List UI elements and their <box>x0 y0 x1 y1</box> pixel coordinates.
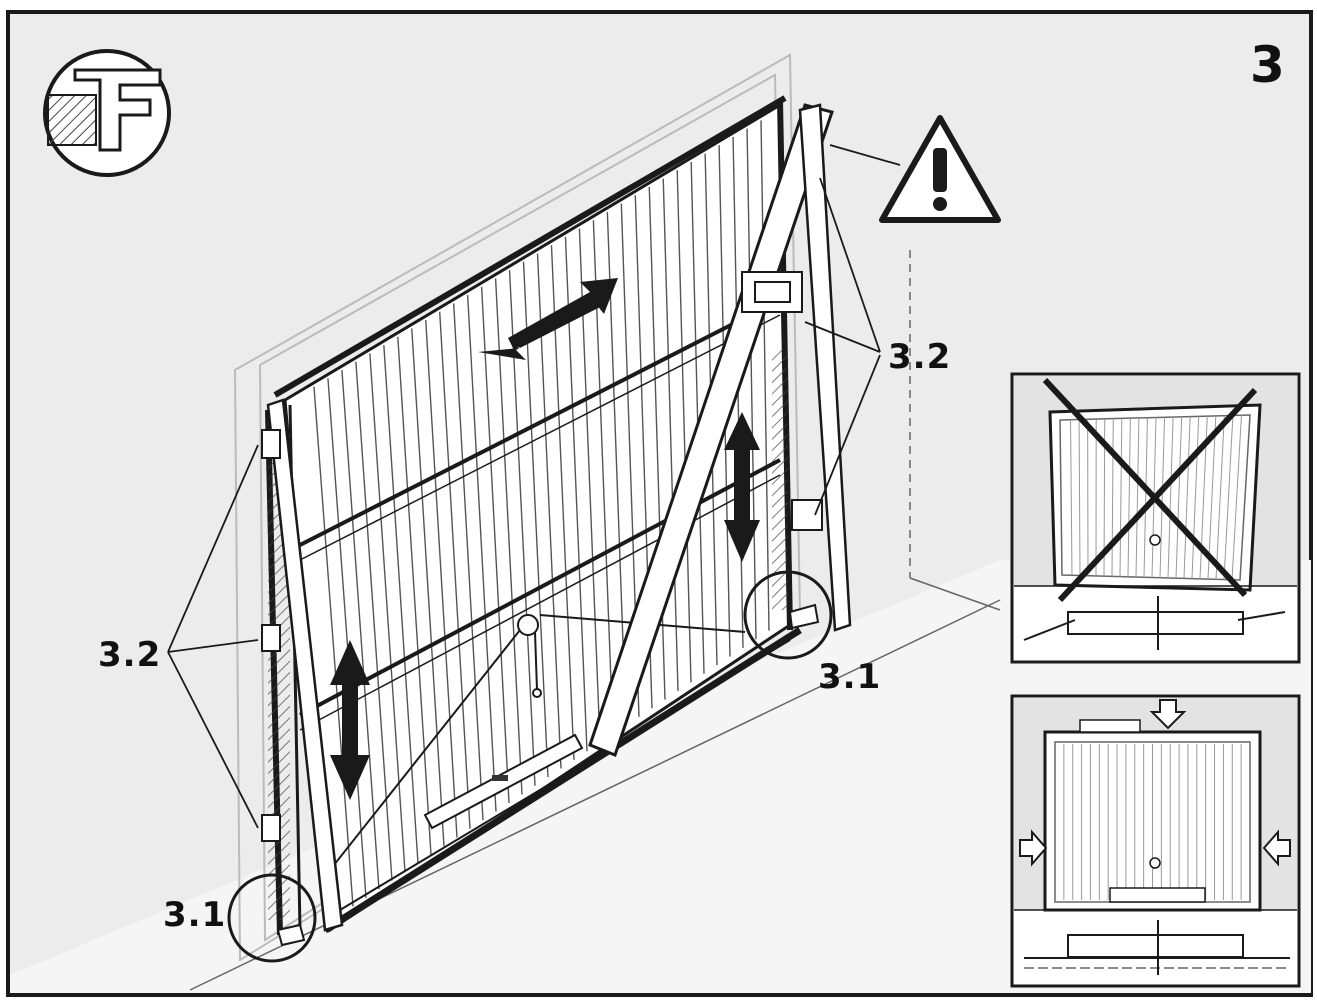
inset-correct <box>1012 696 1299 986</box>
callout-3-1-bottom-left: 3.1 <box>163 898 226 932</box>
inset-incorrect <box>1012 374 1299 662</box>
frame-profile-detail-icon <box>45 51 169 175</box>
callout-3-2-top-right: 3.2 <box>888 340 951 374</box>
callout-3-1-bottom-right: 3.1 <box>818 660 881 694</box>
callout-3-2-left: 3.2 <box>98 638 161 672</box>
step-number: 3 <box>1250 40 1285 90</box>
